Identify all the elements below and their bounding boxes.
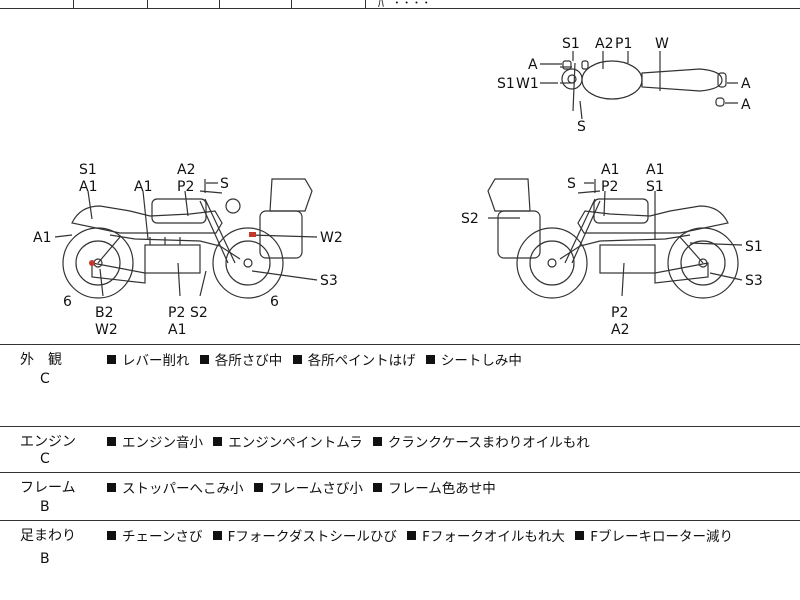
diagram-label: A1 (79, 179, 97, 195)
note-item: クランクケースまわりオイルもれ (372, 435, 590, 451)
top-cell (0, 0, 74, 8)
right-view-motorcycle (487, 178, 739, 299)
diagram-label: 6 (63, 294, 72, 310)
diagram-label: P2 (611, 305, 628, 321)
left-view-motorcycle (62, 178, 313, 299)
top-cell (74, 0, 148, 8)
top-table-strip: ﾊﾟ ･ ･ ･ ･ (0, 0, 800, 10)
note-item: Fフォークオイルもれ大 (407, 529, 565, 545)
note-item: Fブレーキローター減り (575, 529, 733, 545)
diagram-label: P2 (177, 179, 194, 195)
diagram-label: S1 (562, 36, 580, 52)
note-item: Fフォークダストシールひび (212, 529, 397, 545)
notes-list: エンジン音小 エンジンペイントムラ クランクケースまわりオイルもれ (107, 431, 596, 451)
notes-list: チェーンさび Fフォークダストシールひび Fフォークオイルもれ大 Fブレーキロー… (107, 525, 739, 545)
grade-value: B (40, 551, 50, 567)
diagram-label: S (567, 176, 576, 192)
note-item: ストッパーへこみ小 (107, 481, 244, 497)
note-item: 各所さび中 (199, 353, 282, 369)
category-label: 足まわり (20, 528, 76, 544)
grade-value: C (40, 371, 50, 387)
condition-row-frame: フレーム B ストッパーへこみ小 フレームさび小 フレーム色あせ中 (0, 473, 800, 521)
diagram-label: S2 (190, 305, 208, 321)
diagram-label: A2 (611, 322, 629, 338)
top-cell (148, 0, 220, 8)
damage-diagram-panel: S1 A2 P1 W A S1 W1 A A S S1 A1 A1 A2 P2 … (0, 8, 800, 345)
top-cell (220, 0, 292, 8)
diagram-label: S1 (497, 76, 515, 92)
square-bullet-icon (199, 355, 209, 364)
notes-list: レバー削れ 各所さび中 各所ペイントはげ シートしみ中 (107, 349, 528, 369)
diagram-label: P2 (168, 305, 185, 321)
grade-value: C (40, 451, 50, 467)
top-cell (292, 0, 366, 8)
square-bullet-icon (107, 437, 116, 446)
damage-mark (89, 232, 256, 266)
diagram-label: A (741, 76, 751, 92)
top-edge-text: ﾊﾟ ･ ･ ･ ･ (378, 0, 430, 10)
category-label: 外 観 (20, 352, 62, 368)
note-item: フレーム色あせ中 (373, 481, 496, 497)
square-bullet-icon (212, 531, 222, 540)
note-item: エンジン音小 (107, 435, 203, 451)
diagram-label: A1 (134, 179, 152, 195)
square-bullet-icon (373, 483, 383, 492)
diagram-label: S2 (461, 211, 479, 227)
diagram-label: S3 (745, 273, 763, 289)
diagram-label: W1 (516, 76, 539, 92)
diagram-label: A (528, 57, 538, 73)
diagram-label: B2 (95, 305, 114, 321)
condition-row-engine: エンジン C エンジン音小 エンジンペイントムラ クランクケースまわりオイルもれ (0, 427, 800, 473)
note-item: 各所ペイントはげ (292, 353, 416, 369)
square-bullet-icon (425, 355, 435, 364)
note-item: シートしみ中 (425, 353, 522, 369)
condition-row-exterior: 外 観 C レバー削れ 各所さび中 各所ペイントはげ シートしみ中 (0, 345, 800, 427)
square-bullet-icon (253, 483, 263, 492)
diagram-label: W (655, 36, 669, 52)
note-item: チェーンさび (107, 529, 202, 545)
square-bullet-icon (575, 531, 585, 540)
diagram-label: A1 (646, 162, 664, 178)
grade-value: B (40, 499, 50, 515)
category-label: フレーム (20, 480, 76, 496)
diagram-label: 6 (270, 294, 279, 310)
top-view-labels: S1 A2 P1 W A S1 W1 A A S (497, 36, 751, 135)
diagram-label: A1 (601, 162, 619, 178)
square-bullet-icon (107, 483, 116, 492)
motorcycle-diagram: S1 A2 P1 W A S1 W1 A A S S1 A1 A1 A2 P2 … (33, 36, 763, 338)
diagram-label: S3 (320, 273, 338, 289)
square-bullet-icon (292, 355, 302, 364)
diagram-label: A2 (595, 36, 613, 52)
left-view-labels: S1 A1 A1 A2 P2 S A1 W2 S3 6 6 B2 W2 P2 S… (33, 162, 343, 338)
diagram-label: W2 (320, 230, 343, 246)
top-view-motorcycle (560, 60, 727, 112)
diagram-label: P1 (615, 36, 632, 52)
diagram-label: S1 (646, 179, 664, 195)
diagram-label: A1 (168, 322, 186, 338)
diagram-label: S (577, 119, 586, 135)
category-label: エンジン (20, 434, 76, 450)
square-bullet-icon (107, 531, 116, 540)
diagram-label: P2 (601, 179, 618, 195)
diagram-label: S1 (745, 239, 763, 255)
square-bullet-icon (407, 531, 417, 540)
note-item: エンジンペイントムラ (213, 435, 363, 451)
diagram-label: S (220, 176, 229, 192)
notes-list: ストッパーへこみ小 フレームさび小 フレーム色あせ中 (107, 477, 502, 497)
square-bullet-icon (372, 437, 382, 446)
diagram-label: A2 (177, 162, 195, 178)
diagram-label: A (741, 97, 751, 113)
diagram-label: W2 (95, 322, 118, 338)
square-bullet-icon (107, 355, 116, 364)
condition-row-suspension: 足まわり B チェーンさび Fフォークダストシールひび Fフォークオイルもれ大 … (0, 521, 800, 600)
note-item: レバー削れ (107, 353, 190, 369)
right-view-labels: A1 A1 S P2 S1 S2 S1 S3 P2 A2 (461, 162, 763, 338)
diagram-label: S1 (79, 162, 97, 178)
note-item: フレームさび小 (253, 481, 363, 497)
diagram-label: A1 (33, 230, 51, 246)
square-bullet-icon (213, 437, 223, 446)
